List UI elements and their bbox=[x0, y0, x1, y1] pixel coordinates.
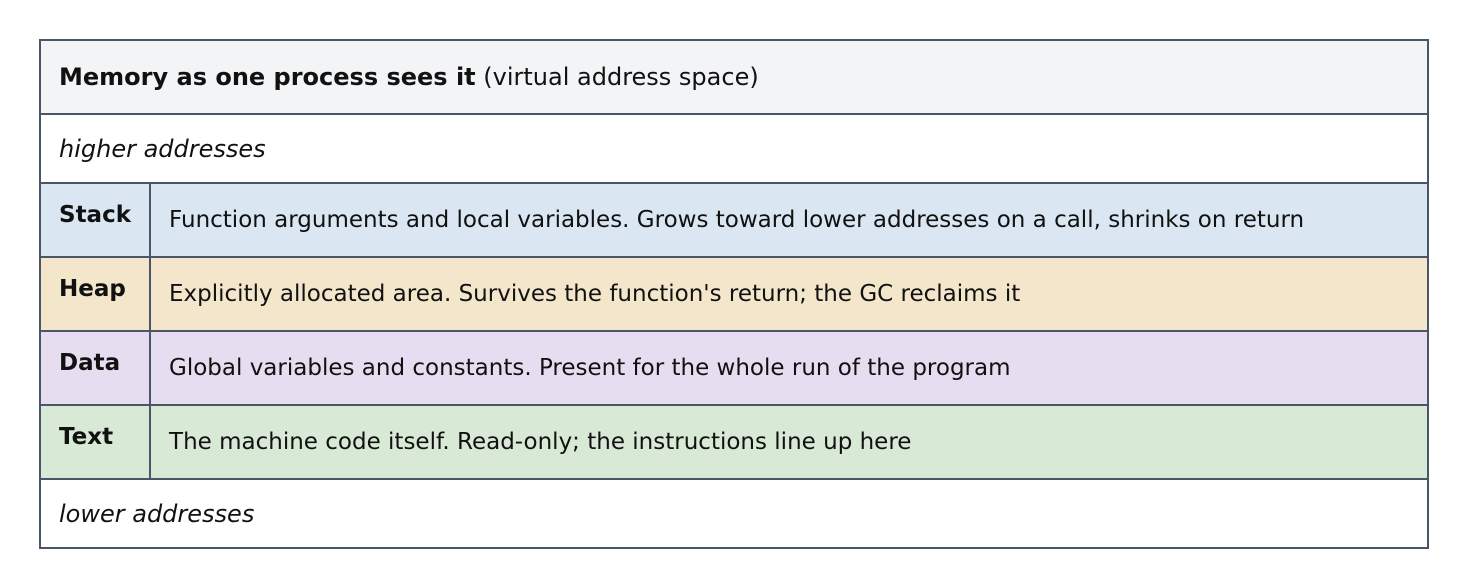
segment-name-heap: Heap bbox=[38, 256, 152, 332]
title-subtext: (virtual address space) bbox=[475, 63, 759, 91]
memory-layout-table: Memory as one process sees it (virtual a… bbox=[38, 39, 1429, 549]
segment-desc-text: The machine code itself. Read-only; the … bbox=[149, 404, 1429, 480]
segment-desc-stack: Function arguments and local variables. … bbox=[149, 182, 1429, 258]
segment-desc-data: Global variables and constants. Present … bbox=[149, 330, 1429, 406]
segment-row-heap: Heap Explicitly allocated area. Survives… bbox=[38, 256, 1429, 332]
table-title: Memory as one process sees it (virtual a… bbox=[39, 39, 1429, 115]
segment-name-stack: Stack bbox=[38, 182, 152, 258]
segment-name-data: Data bbox=[38, 330, 152, 406]
higher-addresses-label: higher addresses bbox=[39, 113, 1429, 184]
segment-row-text: Text The machine code itself. Read-only;… bbox=[38, 404, 1429, 480]
title-bold-text: Memory as one process sees it bbox=[59, 63, 476, 91]
title-row: Memory as one process sees it (virtual a… bbox=[39, 39, 1429, 115]
higher-addresses-row: higher addresses bbox=[39, 113, 1429, 184]
segment-row-stack: Stack Function arguments and local varia… bbox=[38, 182, 1429, 258]
segment-row-data: Data Global variables and constants. Pre… bbox=[38, 330, 1429, 406]
lower-addresses-label: lower addresses bbox=[39, 478, 1429, 549]
lower-addresses-row: lower addresses bbox=[39, 478, 1429, 549]
segment-name-text: Text bbox=[38, 404, 152, 480]
segment-desc-heap: Explicitly allocated area. Survives the … bbox=[149, 256, 1429, 332]
